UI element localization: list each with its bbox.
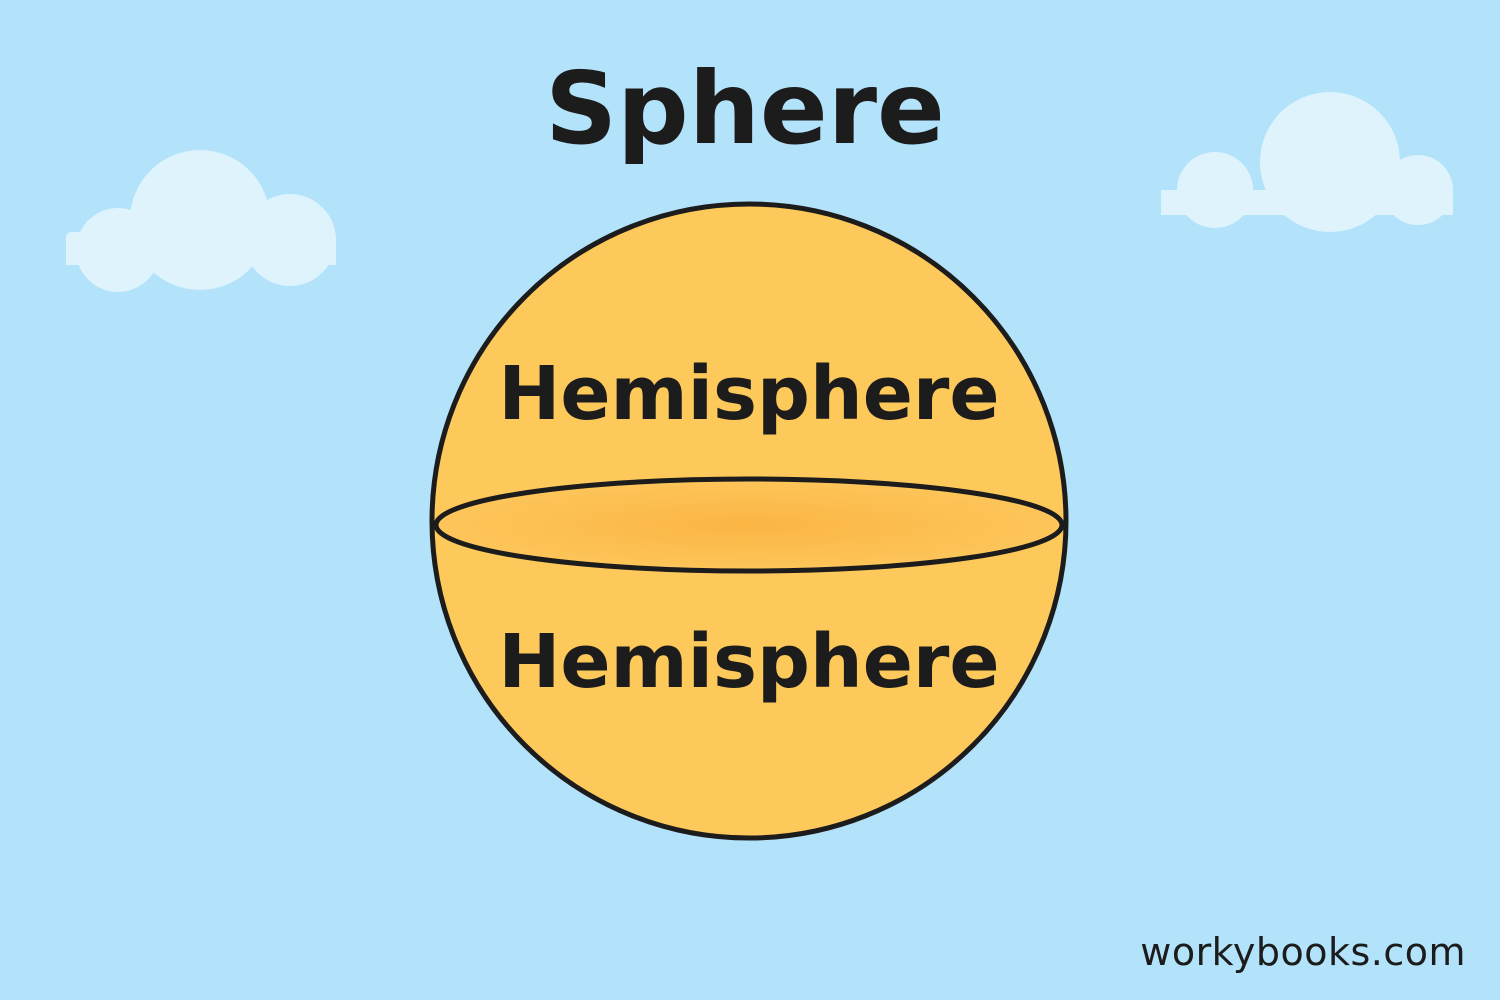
footer-site-url: workybooks.com	[1140, 930, 1466, 974]
label-upper-hemisphere: Hemisphere	[498, 351, 999, 437]
page-title: Sphere	[545, 50, 945, 167]
label-lower-hemisphere: Hemisphere	[498, 619, 999, 705]
cloud-right-icon	[1161, 92, 1453, 232]
sphere-equator	[433, 476, 1065, 574]
cloud-left-icon	[66, 150, 336, 292]
